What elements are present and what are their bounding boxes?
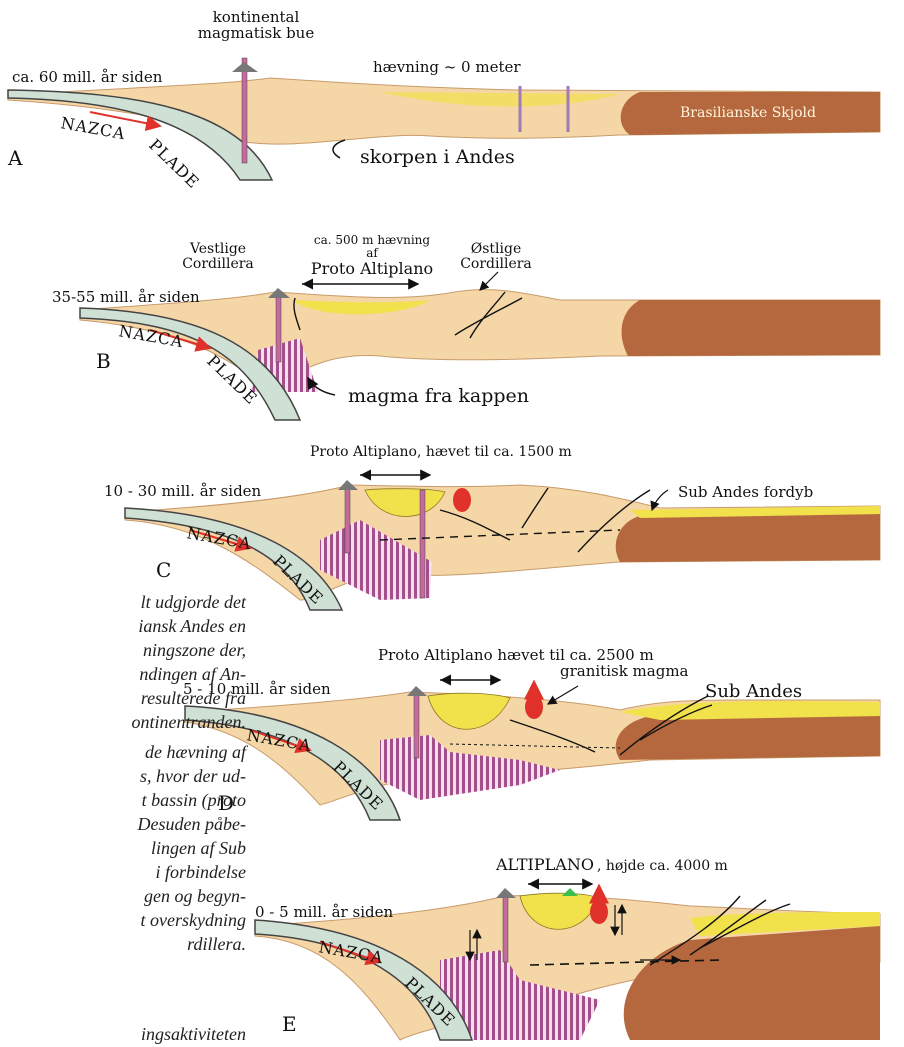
- granite-body-c: [453, 488, 471, 512]
- east-label-b1: Østlige: [471, 241, 522, 257]
- margin-line: Desuden påbe-: [0, 812, 246, 836]
- arc-dike-c2: [420, 490, 425, 598]
- margin-line: lingen af Sub: [0, 836, 246, 860]
- magma-label-b: magma fra kappen: [348, 385, 529, 407]
- panel-letter-c: C: [156, 558, 171, 582]
- margin-line: i forbindelse: [0, 860, 246, 884]
- granite-label-d: granitisk magma: [560, 662, 689, 680]
- brazilian-shield-b: [622, 300, 880, 356]
- green-peak-e: [562, 888, 578, 896]
- east-label-b2: Cordillera: [460, 256, 532, 272]
- margin-line: gen og begyn-: [0, 884, 246, 908]
- age-a: ca. 60 mill. år siden: [12, 68, 163, 86]
- margin-line: lt udgjorde det: [0, 590, 246, 614]
- crust-pointer-a: [333, 140, 345, 158]
- margin-line: t overskydning: [0, 908, 246, 932]
- arc-dike-a: [242, 58, 247, 163]
- margin-line: t bassin (proto: [0, 788, 246, 812]
- arc-dike-c1: [345, 483, 350, 553]
- margin-line: ningszone der,: [0, 638, 246, 662]
- volcano-e: [496, 888, 516, 898]
- granite-body-e: [590, 900, 608, 924]
- margin-line: ontinentranden.: [0, 710, 246, 734]
- west-label-b1: Vestlige: [189, 241, 246, 257]
- title-c: Proto Altiplano, hævet til ca. 1500 m: [310, 444, 572, 460]
- granite-body-d: [525, 695, 543, 719]
- margin-paragraph-1: lt udgjorde det iansk Andes en ningszone…: [0, 590, 246, 734]
- sub-label-c: Sub Andes fordyb: [678, 483, 813, 501]
- margin-line: de hævning af: [0, 740, 246, 764]
- age-e: 0 - 5 mill. år siden: [255, 903, 393, 921]
- plate-label-a2: PLADE: [145, 135, 203, 192]
- sub-label-d: Sub Andes: [705, 681, 802, 702]
- arc-dike-e: [503, 892, 508, 962]
- margin-line: ndingen af An-: [0, 662, 246, 686]
- brazilian-shield-c: [616, 514, 880, 562]
- panel-c: 10 - 30 mill. år siden C Proto Altiplano…: [104, 444, 880, 610]
- panel-e: 0 - 5 mill. år siden E ALTIPLANO , højde…: [255, 855, 880, 1040]
- age-c: 10 - 30 mill. år siden: [104, 482, 262, 500]
- age-b: 35-55 mill. år siden: [52, 288, 200, 306]
- west-label-b2: Cordillera: [182, 256, 254, 272]
- margin-line: ingsaktiviteten: [0, 1022, 246, 1046]
- title-bold-e: ALTIPLANO: [495, 855, 594, 874]
- margin-paragraph-2: de hævning af s, hvor der ud- t bassin (…: [0, 740, 246, 956]
- margin-line: s, hvor der ud-: [0, 764, 246, 788]
- brazilian-shield-d: [616, 712, 880, 760]
- crust-label-a: skorpen i Andes: [360, 146, 515, 168]
- margin-line: resulterede fra: [0, 686, 246, 710]
- panel-d: 5 - 10 mill. år siden D Proto Altiplano …: [183, 646, 880, 820]
- panel-b: 35-55 mill. år siden B Vestlige Cordille…: [52, 233, 880, 420]
- proto-label-b: Proto Altiplano: [311, 259, 433, 278]
- panel-letter-b: B: [96, 349, 111, 373]
- arc-label-a2: magmatisk bue: [198, 24, 315, 42]
- panel-a: ca. 60 mill. år siden A kontinental magm…: [7, 8, 880, 192]
- margin-line: rdillera.: [0, 932, 246, 956]
- uplift-label-b2: af: [366, 246, 379, 260]
- arc-dike-d: [414, 690, 419, 758]
- volcano-a: [232, 62, 258, 72]
- margin-paragraph-3: ingsaktiviteten: [0, 1022, 246, 1046]
- title-rest-e: , højde ca. 4000 m: [597, 858, 728, 874]
- panel-letter-e: E: [282, 1012, 297, 1036]
- shield-label-a: Brasilianske Skjold: [680, 105, 816, 121]
- margin-line: iansk Andes en: [0, 614, 246, 638]
- volcano-d: [407, 686, 427, 696]
- uplift-label-a: hævning ~ 0 meter: [373, 58, 521, 76]
- east-pointer-b: [480, 272, 498, 290]
- arc-dike-b: [276, 292, 281, 362]
- uplift-label-b1: ca. 500 m hævning: [314, 233, 430, 247]
- panel-letter-a: A: [7, 146, 23, 170]
